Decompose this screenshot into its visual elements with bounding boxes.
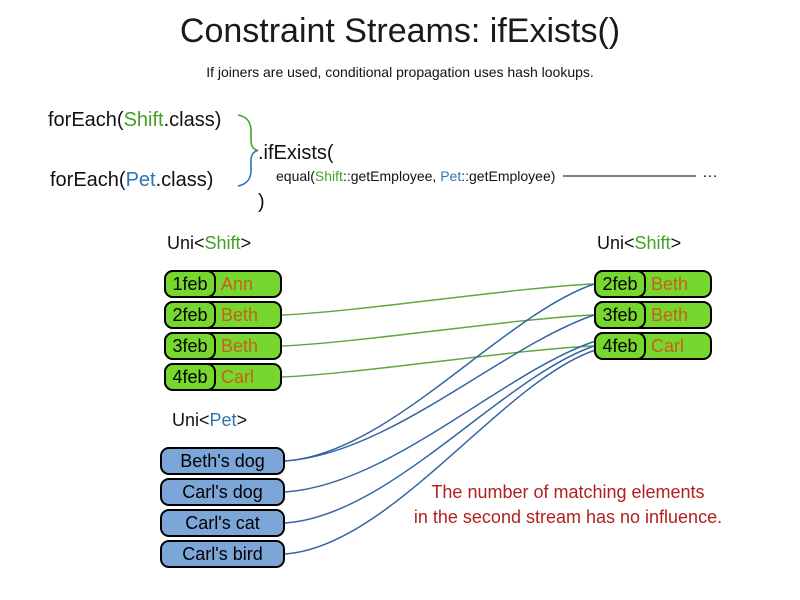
- code-ifexists: .ifExists(: [258, 142, 334, 164]
- pet-row: Carl's dog: [160, 478, 285, 506]
- shift-employee: Carl: [221, 366, 255, 387]
- shift-date: 1feb: [164, 270, 216, 298]
- brace-top-icon: [237, 114, 259, 152]
- connector: [284, 283, 595, 462]
- shift-date: 2feb: [164, 301, 216, 329]
- label-text: >: [240, 233, 252, 253]
- code-text: ::getEmployee): [461, 168, 556, 184]
- pet-row: Carl's bird: [160, 540, 285, 568]
- shift-employee: Beth: [651, 304, 689, 325]
- note-line-1: The number of matching elements: [431, 482, 705, 502]
- shift-employee: Ann: [221, 273, 254, 294]
- code-text: ::getEmployee,: [342, 168, 441, 184]
- left-shift-stream-label: Uni<Shift>: [167, 233, 251, 254]
- label-text: Uni<: [597, 233, 635, 253]
- pet-class-token: Pet: [440, 168, 462, 184]
- note-text: The number of matching elements in the s…: [398, 480, 738, 530]
- brace-bottom-icon: [237, 149, 259, 187]
- shift-employee: Beth: [651, 273, 689, 294]
- right-shift-stream-label: Uni<Shift>: [597, 233, 681, 254]
- pet-class-token: Pet: [125, 169, 156, 191]
- code-foreach-shift: forEach(Shift.class): [48, 109, 221, 132]
- shift-employee: Beth: [221, 335, 259, 356]
- code-text: .class): [155, 169, 214, 191]
- code-text: forEach(: [48, 109, 124, 131]
- connector: [281, 314, 595, 347]
- shift-class-token: Shift: [634, 233, 671, 253]
- pet-row: Beth's dog: [160, 447, 285, 475]
- pet-row: Carl's cat: [160, 509, 285, 537]
- code-equal-joiner: equal(Shift::getEmployee, Pet::getEmploy…: [276, 168, 555, 184]
- connector: [284, 314, 595, 462]
- pet-class-token: Pet: [209, 410, 237, 430]
- code-text: .class): [163, 109, 222, 131]
- page-title: Constraint Streams: ifExists(): [179, 12, 621, 50]
- shift-date: 4feb: [164, 363, 216, 391]
- label-text: Uni<: [172, 410, 210, 430]
- shift-date: 4feb: [594, 332, 646, 360]
- connector: [284, 340, 595, 493]
- connector: [281, 283, 595, 316]
- code-close-paren: ): [258, 191, 265, 213]
- label-text: >: [236, 410, 248, 430]
- label-text: >: [670, 233, 682, 253]
- subtitle: If joiners are used, conditional propaga…: [206, 64, 594, 80]
- shift-date: 3feb: [594, 301, 646, 329]
- code-text: forEach(: [50, 169, 126, 191]
- pet-stream-label: Uni<Pet>: [172, 410, 247, 431]
- note-line-2: in the second stream has no influence.: [413, 507, 723, 528]
- shift-employee: Carl: [651, 335, 685, 356]
- shift-class-token: Shift: [123, 109, 164, 131]
- shift-employee: Beth: [221, 304, 259, 325]
- code-text: equal(: [276, 168, 315, 184]
- shift-date: 3feb: [164, 332, 216, 360]
- connector: [281, 345, 595, 378]
- shift-class-token: Shift: [314, 168, 343, 184]
- shift-date: 2feb: [594, 270, 646, 298]
- shift-class-token: Shift: [204, 233, 241, 253]
- code-foreach-pet: forEach(Pet.class): [50, 169, 213, 192]
- label-text: Uni<: [167, 233, 205, 253]
- ellipsis: …: [702, 164, 718, 181]
